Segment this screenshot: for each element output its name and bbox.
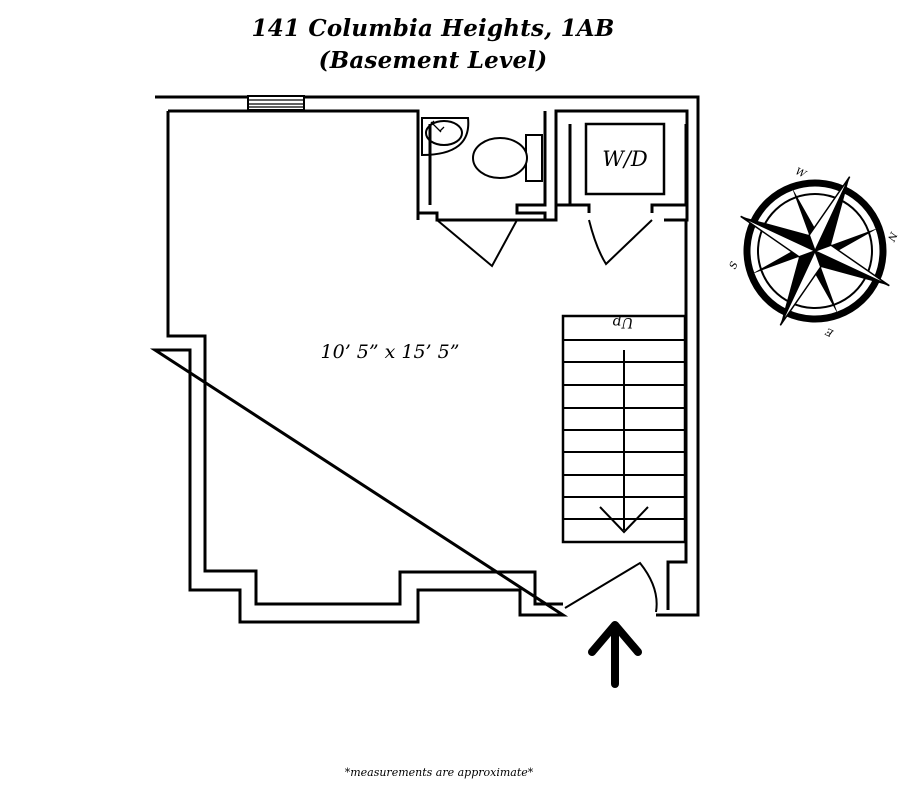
bathroom-wall — [416, 111, 547, 220]
compass-n-label: N — [884, 229, 899, 244]
compass-e-label: E — [823, 325, 836, 339]
stairs-down-arrow-icon — [599, 506, 649, 534]
toilet-tank — [525, 134, 543, 182]
closet-wall — [554, 111, 688, 213]
sink — [421, 117, 470, 157]
closet-door — [588, 219, 653, 266]
measurement-note: *measurements are approximate* — [344, 766, 534, 779]
compass-rose-icon — [740, 176, 890, 326]
exterior-wall — [149, 95, 700, 624]
bathroom-door — [436, 219, 518, 268]
entry-arrow-icon — [588, 621, 642, 688]
washer-dryer — [584, 122, 666, 196]
window — [247, 95, 305, 111]
plan-subtitle: (Basement Level) — [318, 47, 548, 74]
staircase — [561, 314, 687, 544]
entry-door — [564, 561, 658, 613]
faucet-icon — [428, 120, 445, 133]
toilet-bowl — [472, 137, 528, 179]
stairs-label: Up — [613, 314, 634, 330]
room-dimensions: 10’ 5” x 15’ 5” — [321, 341, 460, 363]
compass-w-label: W — [793, 166, 808, 181]
washer-dryer-label: W/D — [602, 147, 648, 171]
sink-basin — [425, 120, 463, 146]
compass-s-label: S — [728, 260, 741, 271]
plan-title: 141 Columbia Heights, 1AB — [251, 15, 615, 42]
